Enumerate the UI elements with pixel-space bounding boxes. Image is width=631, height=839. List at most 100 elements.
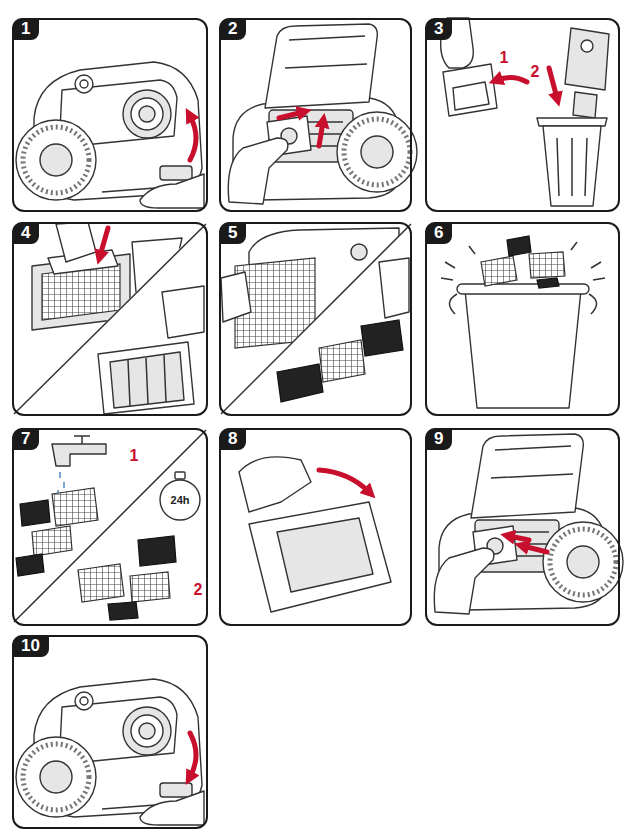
- divider-line: [14, 224, 206, 414]
- step-panel: 3: [425, 18, 620, 212]
- callout-number: 1: [500, 50, 509, 66]
- step-panel: 2: [219, 18, 412, 212]
- bag-holder: [453, 82, 489, 110]
- red-arrow: [549, 68, 557, 98]
- trash-can: [537, 118, 607, 126]
- filter-remove-step: [14, 222, 206, 414]
- rinse: [16, 436, 106, 576]
- vacuum-rear: [221, 272, 251, 322]
- stopwatch: [160, 480, 200, 520]
- vacuum-open: [228, 24, 417, 204]
- dust-bag: [581, 40, 593, 52]
- dry-filters: [108, 602, 138, 620]
- filter-set: [277, 258, 409, 402]
- step-number: 5: [219, 222, 246, 244]
- filter-set: [277, 364, 323, 402]
- step-panel: 7: [12, 428, 208, 626]
- vacuum-lid-open-step: [16, 62, 204, 208]
- trash-can: [543, 126, 601, 206]
- divider-line: [14, 430, 206, 622]
- trash-can: [557, 138, 587, 196]
- step-panel: 10: [12, 635, 208, 829]
- step-number: 6: [425, 222, 452, 244]
- vacuum-open: [434, 434, 623, 614]
- hand: [239, 457, 311, 512]
- soak-filters-step: [441, 236, 605, 408]
- red-arrow: [190, 733, 196, 777]
- filter-compartment: [100, 228, 108, 256]
- red-arrow: [190, 116, 196, 160]
- vacuum-rear: [351, 244, 367, 260]
- rinse: [16, 554, 44, 576]
- rinse: [20, 500, 50, 526]
- filter-compartment: [98, 342, 194, 414]
- step-panel: 5: [219, 222, 412, 416]
- red-arrow: [279, 112, 303, 118]
- bucket: [465, 290, 581, 408]
- step-number: 7: [12, 428, 39, 450]
- hand: [140, 791, 204, 825]
- stopwatch: [175, 472, 185, 479]
- cover: [277, 518, 373, 592]
- step-panel: 8: [219, 428, 412, 626]
- close-lid-step: [16, 679, 204, 825]
- filter-set: [361, 320, 403, 356]
- filter-compartment: [56, 222, 96, 262]
- filter: [529, 252, 565, 278]
- filter-set: [379, 258, 409, 318]
- rinse: [52, 444, 106, 466]
- bucket: [457, 284, 589, 294]
- filter-compartment: [98, 286, 204, 414]
- filter-compartment: [32, 222, 182, 330]
- filter: [481, 256, 517, 286]
- refit-cover-step: [239, 457, 391, 612]
- rinse: [32, 526, 72, 556]
- dust-bag: [573, 92, 597, 118]
- rinse: [74, 436, 90, 444]
- filter-compartment: [162, 286, 204, 338]
- timer-label: 24h: [171, 495, 190, 506]
- step-number: 1: [12, 18, 39, 40]
- step-number: 10: [12, 635, 49, 657]
- bag-holder: [443, 64, 497, 116]
- step-panel: 9: [425, 428, 620, 626]
- red-arrow: [319, 122, 323, 146]
- step-panel: 4: [12, 222, 208, 416]
- divider-line: [221, 224, 411, 414]
- callout-number: 2: [194, 582, 203, 598]
- discard-bag-step: [441, 18, 609, 206]
- filter-compartment: [110, 352, 184, 408]
- filter-compartment: [132, 238, 182, 292]
- red-arrow: [523, 546, 547, 552]
- dry-filters: [78, 536, 176, 620]
- cover: [249, 502, 391, 612]
- dry-filters: [138, 536, 176, 566]
- filter-set: [319, 340, 365, 382]
- dry-filters: [130, 572, 170, 602]
- step-panel: 1: [12, 18, 208, 212]
- bucket-handle: [449, 294, 596, 314]
- callout-number: 2: [531, 64, 540, 80]
- step-panel: 6: [425, 222, 620, 416]
- step-number: 3: [425, 18, 452, 40]
- callout-number: 1: [130, 448, 139, 464]
- vacuum-body: [16, 62, 202, 200]
- hand: [140, 174, 204, 208]
- step-number: 9: [425, 428, 452, 450]
- dust-bag: [565, 28, 609, 90]
- step-number: 2: [219, 18, 246, 40]
- dry-filters: [78, 564, 124, 602]
- red-arrow: [509, 536, 529, 540]
- motion-lines: [441, 242, 605, 280]
- remove-bag-step: [228, 24, 417, 204]
- red-arrow: [319, 470, 369, 492]
- filter-parts-step: [221, 224, 411, 414]
- filter-compartment: [128, 355, 166, 406]
- vacuum-body: [16, 679, 202, 817]
- stopwatch: [160, 472, 200, 520]
- step-number: 8: [219, 428, 246, 450]
- rinse: [52, 488, 98, 526]
